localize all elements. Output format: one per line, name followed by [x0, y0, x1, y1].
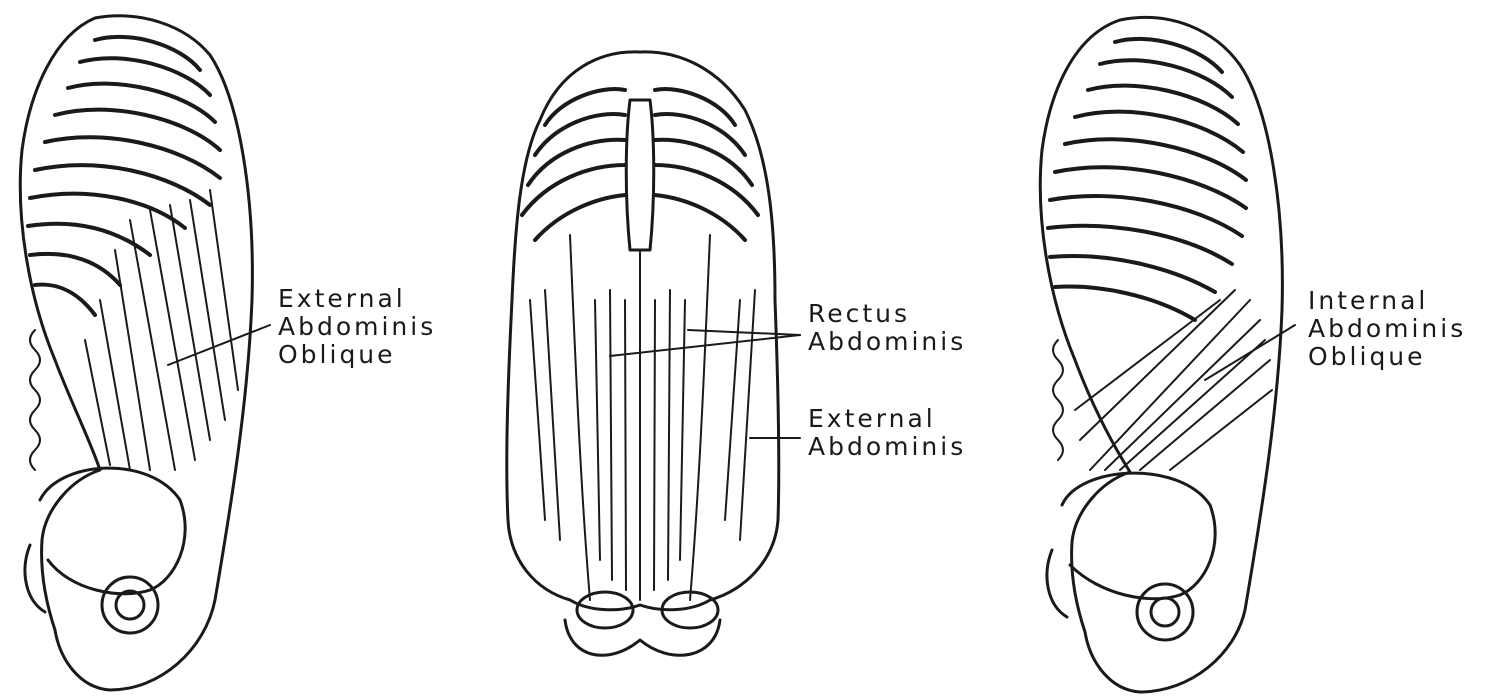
center-torso-drawing — [507, 52, 800, 655]
external-abdominis-oblique-label: External Abdominis Oblique — [278, 285, 436, 369]
right-spine-wave — [1053, 340, 1063, 460]
center-muscle-fibers — [530, 290, 755, 590]
label-line: Abdominis — [1308, 315, 1466, 343]
label-line: Abdominis — [278, 313, 436, 341]
sternum — [626, 100, 654, 250]
left-torso-drawing — [20, 16, 270, 690]
label-line: Abdominis — [808, 328, 966, 356]
label-line: External — [278, 285, 436, 313]
center-pelvis — [565, 592, 720, 655]
label-line: External — [808, 405, 966, 433]
label-line: Abdominis — [808, 433, 966, 461]
label-line: Rectus — [808, 300, 966, 328]
rectus-abdominis-label: Rectus Abdominis — [808, 300, 966, 356]
center-ribs-left — [522, 89, 625, 240]
center-ribs-right — [655, 89, 758, 240]
rectus-right-edge — [690, 235, 710, 600]
label-line: Internal — [1308, 287, 1466, 315]
label-line: Oblique — [1308, 343, 1466, 371]
external-abdominis-label: External Abdominis — [808, 405, 966, 461]
right-torso-drawing — [1040, 17, 1295, 692]
left-ribs — [28, 37, 220, 315]
right-ribs — [1048, 39, 1246, 320]
rectus-left-edge — [570, 235, 590, 600]
left-spine-wave — [30, 330, 40, 470]
internal-abdominis-oblique-label: Internal Abdominis Oblique — [1308, 287, 1466, 371]
left-leader-line — [168, 325, 270, 365]
right-muscle-fibers — [1075, 290, 1272, 470]
label-line: Oblique — [278, 341, 436, 369]
